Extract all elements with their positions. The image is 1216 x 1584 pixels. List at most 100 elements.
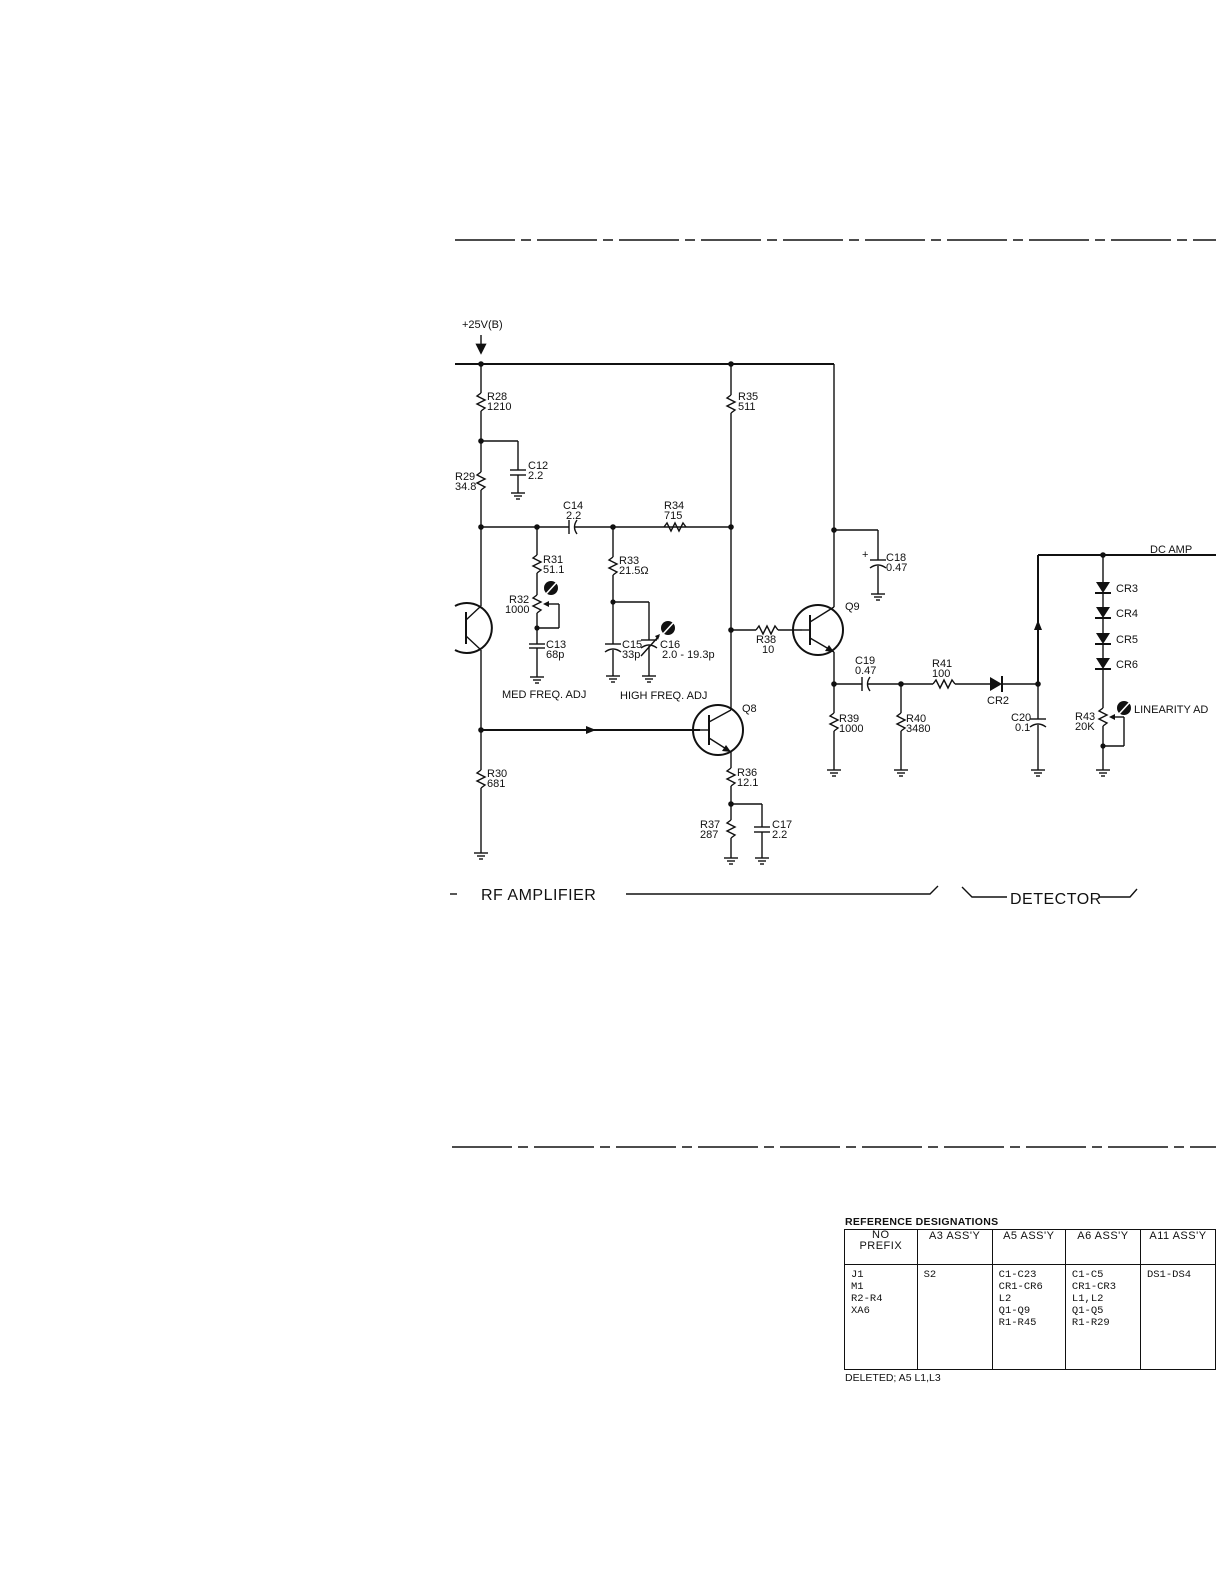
svg-text:C17: C17	[772, 819, 792, 831]
svg-text:R32: R32	[509, 594, 529, 606]
svg-text:CR6: CR6	[1116, 659, 1138, 671]
high-freq-adj-label: HIGH FREQ. ADJ	[620, 690, 707, 702]
med-freq-adj-label: MED FREQ. ADJ	[502, 689, 586, 701]
c14-capacitor: C14 2.2	[563, 500, 731, 535]
high-freq-adjust-icon	[661, 621, 675, 635]
svg-text:DC AMP: DC AMP	[1150, 544, 1192, 556]
svg-text:R34: R34	[664, 500, 684, 512]
cr4-diode: CR4	[1095, 593, 1138, 620]
svg-text:0.47: 0.47	[886, 562, 907, 574]
r28-resistor: R28 1210	[475, 364, 511, 441]
svg-text:Q9: Q9	[845, 601, 860, 613]
svg-text:2.2: 2.2	[772, 829, 787, 841]
svg-text:33p: 33p	[622, 649, 640, 661]
cr3-diode: CR3	[1095, 555, 1138, 595]
svg-text:CR2: CR2	[987, 695, 1009, 707]
q8-transistor: Q8	[692, 703, 757, 756]
svg-text:Q8: Q8	[742, 703, 757, 715]
supply-label: +25V(B)	[462, 319, 503, 331]
ref-cell-a6: C1-C5 CR1-CR3 L1,L2 Q1-Q5 R1-R29	[1064, 1264, 1141, 1370]
svg-text:R35: R35	[738, 391, 758, 403]
linearity-adj-label: LINEARITY AD	[1134, 704, 1208, 716]
svg-text:10: 10	[762, 644, 774, 656]
svg-text:R40: R40	[906, 713, 926, 725]
r31-resistor: R31 51.1	[531, 527, 564, 595]
svg-text:511: 511	[738, 401, 756, 413]
svg-text:C15: C15	[622, 639, 642, 651]
r39-resistor: R39 1000	[827, 684, 863, 777]
c12-capacitor: C12 2.2	[481, 440, 548, 500]
q9-transistor: Q9	[792, 530, 860, 684]
svg-text:C19: C19	[855, 655, 875, 667]
ref-header-a11: A11 ASS'Y	[1139, 1229, 1216, 1265]
c15-capacitor: C15 33p	[604, 639, 642, 683]
ref-cell-a5: C1-C23 CR1-CR6 L2 Q1-Q9 R1-R45	[991, 1264, 1066, 1370]
c18-capacitor: + C18 0.47	[834, 529, 907, 601]
left-transistor	[454, 527, 493, 730]
c17-capacitor: C17 2.2	[731, 803, 792, 865]
svg-text:20K: 20K	[1075, 721, 1095, 733]
r29-resistor: R29 34.8	[455, 441, 487, 527]
supply-rail	[455, 361, 835, 530]
r36-resistor: R36 12.1	[725, 752, 758, 804]
svg-text:C18: C18	[886, 552, 906, 564]
svg-text:C13: C13	[546, 639, 566, 651]
r38-resistor: R38 10	[731, 624, 802, 656]
detector-label: DETECTOR	[1010, 891, 1102, 908]
svg-text:3480: 3480	[906, 723, 930, 735]
svg-text:R37: R37	[700, 819, 720, 831]
svg-text:R33: R33	[619, 555, 639, 567]
ref-header-a6: A6 ASS'Y	[1064, 1229, 1141, 1265]
ref-cell-a3: S2	[916, 1264, 993, 1370]
svg-text:34.8: 34.8	[455, 481, 476, 493]
reference-designations-table: NO PREFIX A3 ASS'Y A5 ASS'Y A6 ASS'Y A11…	[844, 1229, 1216, 1370]
svg-text:21.5Ω: 21.5Ω	[619, 565, 649, 577]
svg-text:2.2: 2.2	[566, 510, 581, 522]
svg-text:C14: C14	[563, 500, 583, 512]
ref-cell-no-prefix: J1 M1 R2-R4 XA6	[844, 1264, 918, 1370]
svg-text:+: +	[862, 549, 868, 561]
svg-text:C20: C20	[1011, 712, 1031, 724]
svg-text:C16: C16	[660, 639, 680, 651]
svg-text:1210: 1210	[487, 401, 511, 413]
c19-capacitor: C19 0.47	[834, 655, 901, 692]
c13-capacitor: C13 68p	[529, 639, 566, 684]
svg-text:12.1: 12.1	[737, 777, 758, 789]
cr5-diode: CR5	[1095, 618, 1138, 646]
svg-text:715: 715	[664, 510, 682, 522]
svg-text:C12: C12	[528, 460, 548, 472]
ref-cell-a11: DS1-DS4	[1139, 1264, 1216, 1370]
cr6-diode: CR6	[1095, 644, 1138, 671]
svg-text:R39: R39	[839, 713, 859, 725]
svg-text:0.47: 0.47	[855, 665, 876, 677]
svg-text:2.2: 2.2	[528, 470, 543, 482]
svg-text:51.1: 51.1	[543, 564, 564, 576]
svg-text:R29: R29	[455, 471, 475, 483]
cr2-diode: CR2	[987, 676, 1038, 707]
reference-designations-title: REFERENCE DESIGNATIONS	[845, 1216, 999, 1228]
c16-trimmer-capacitor: C16 2.0 - 19.3p	[640, 634, 715, 683]
svg-text:R43: R43	[1075, 711, 1095, 723]
svg-text:1000: 1000	[839, 723, 863, 735]
svg-text:CR5: CR5	[1116, 634, 1138, 646]
deleted-note: DELETED; A5 L1,L3	[845, 1372, 941, 1384]
ref-header-no-prefix: NO PREFIX	[844, 1229, 918, 1265]
svg-text:R28: R28	[487, 391, 507, 403]
r35-resistor: R35 511	[725, 364, 758, 710]
r33-resistor: R33 21.5Ω	[607, 527, 649, 644]
svg-text:681: 681	[487, 778, 505, 790]
svg-text:R30: R30	[487, 768, 507, 780]
c20-capacitor: C20 0.1	[1011, 684, 1047, 777]
r40-resistor: R40 3480	[894, 684, 930, 777]
svg-text:CR4: CR4	[1116, 608, 1138, 620]
rf-amplifier-label: RF AMPLIFIER	[481, 887, 596, 904]
med-freq-adjust-icon	[544, 581, 558, 595]
ref-header-a3: A3 ASS'Y	[916, 1229, 993, 1265]
svg-text:1000: 1000	[505, 604, 529, 616]
svg-text:R31: R31	[543, 554, 563, 566]
linearity-adjust-icon	[1117, 701, 1131, 715]
svg-text:R36: R36	[737, 767, 757, 779]
svg-text:287: 287	[700, 829, 718, 841]
svg-text:R38: R38	[756, 634, 776, 646]
